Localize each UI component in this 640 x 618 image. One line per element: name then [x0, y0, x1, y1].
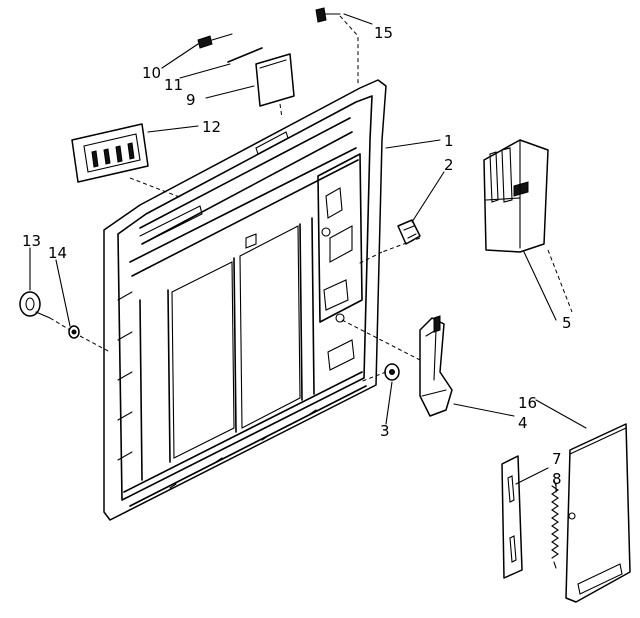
callout-14: 14: [48, 244, 67, 262]
slotted-bracket: [501, 455, 523, 579]
callout-2: 2: [444, 156, 454, 174]
callout-9: 9: [186, 91, 196, 109]
knob-and-washer: [19, 291, 80, 339]
callout-16: 16: [518, 394, 537, 412]
callout-labels: 15 10 11 9 12 1 2 13 14 5 3 16 4 7 8: [22, 24, 572, 488]
callout-15: 15: [374, 24, 393, 42]
latch-housing: [483, 139, 549, 253]
callout-7: 7: [552, 450, 562, 468]
callout-4: 4: [518, 414, 528, 432]
latch-clip: [397, 219, 421, 245]
cover-plate: [255, 53, 295, 107]
leader-lines: [29, 13, 587, 493]
screw: [315, 7, 341, 23]
vent-handle: [71, 123, 149, 183]
callout-10: 10: [142, 64, 161, 82]
callout-13: 13: [22, 232, 41, 250]
hinge-arm: [419, 315, 453, 417]
side-panel: [565, 423, 631, 603]
callout-3: 3: [380, 422, 390, 440]
assembly-lines: [49, 15, 573, 383]
door-panel: [103, 79, 387, 521]
screw-and-pin: [197, 33, 263, 63]
bushing: [384, 363, 400, 381]
callout-5: 5: [562, 314, 572, 332]
callout-1: 1: [444, 132, 454, 150]
callout-11: 11: [164, 76, 183, 94]
callout-12: 12: [202, 118, 221, 136]
spring: [551, 479, 559, 569]
callout-8: 8: [552, 470, 562, 488]
